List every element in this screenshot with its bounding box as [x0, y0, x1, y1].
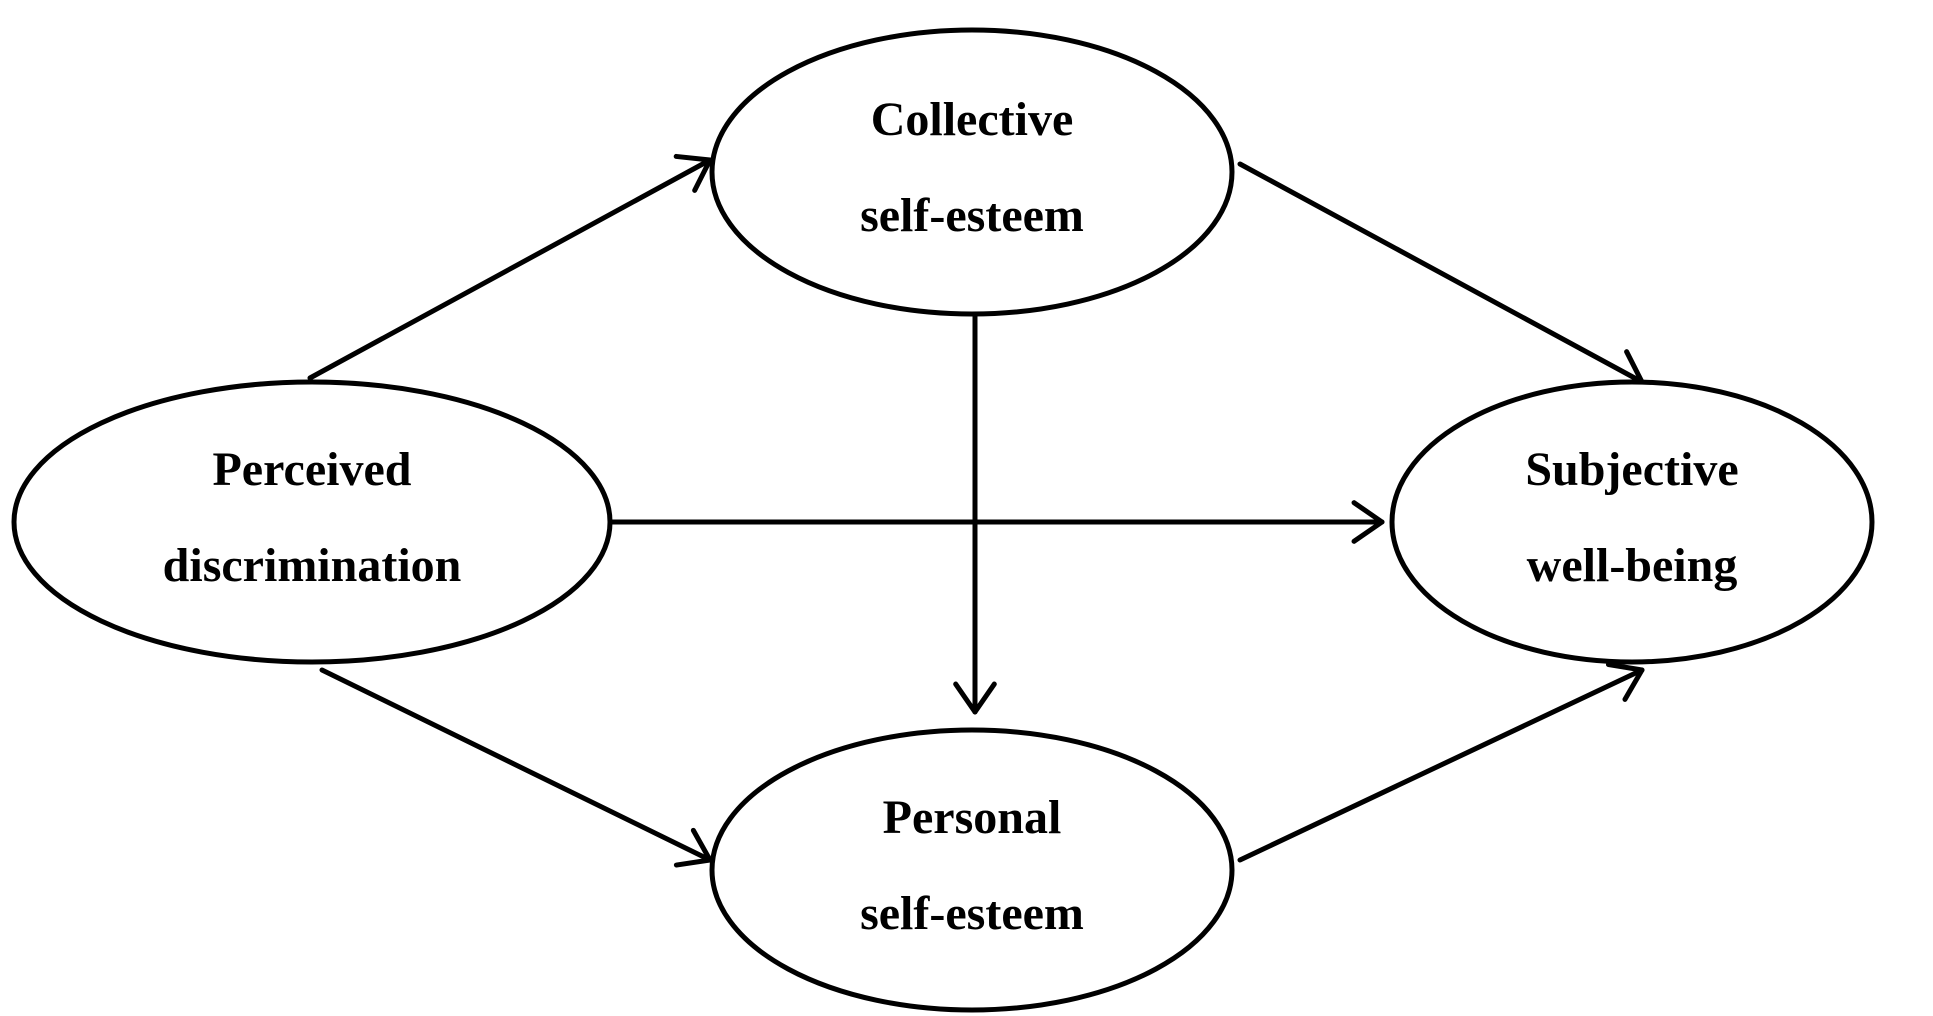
node-ellipse — [1389, 379, 1875, 665]
arrowhead-icon — [673, 153, 713, 193]
node-label: Personal — [883, 791, 1062, 844]
node-label: self-esteem — [860, 887, 1084, 940]
node-perceived: Perceived discrimination — [11, 379, 613, 665]
edge-perceived-to-collective — [307, 153, 713, 381]
node-ellipse — [11, 379, 613, 665]
node-personal: Personal self-esteem — [709, 727, 1235, 1013]
node-wellbeing: Subjective well-being — [1389, 379, 1875, 665]
node-label: well-being — [1527, 539, 1738, 592]
arrowhead-icon — [1351, 500, 1385, 544]
edge-collective-to-wellbeing — [1237, 161, 1645, 389]
node-ellipse — [709, 27, 1235, 317]
node-label: Perceived — [212, 443, 411, 496]
node-ellipse — [709, 727, 1235, 1013]
edge-personal-to-wellbeing — [1237, 661, 1645, 863]
arrowhead-icon — [1605, 661, 1645, 702]
arrowhead-icon — [953, 681, 997, 715]
node-collective: Collective self-esteem — [709, 27, 1235, 317]
edge-perceived-to-wellbeing — [609, 500, 1385, 544]
edges-layer — [307, 153, 1645, 868]
node-label: discrimination — [163, 539, 462, 592]
arrowhead-icon — [673, 827, 713, 868]
node-label: self-esteem — [860, 189, 1084, 242]
edge-perceived-to-personal — [319, 667, 713, 868]
edge-collective-to-personal — [953, 309, 997, 715]
arrow-line — [1237, 161, 1645, 385]
nodes-layer: Perceived discrimination Collective self-es… — [11, 27, 1875, 1013]
node-label: Subjective — [1525, 443, 1738, 496]
arrow-line — [307, 157, 713, 381]
arrow-line — [1237, 667, 1645, 863]
arrow-line — [319, 667, 713, 863]
node-label: Collective — [871, 93, 1074, 146]
